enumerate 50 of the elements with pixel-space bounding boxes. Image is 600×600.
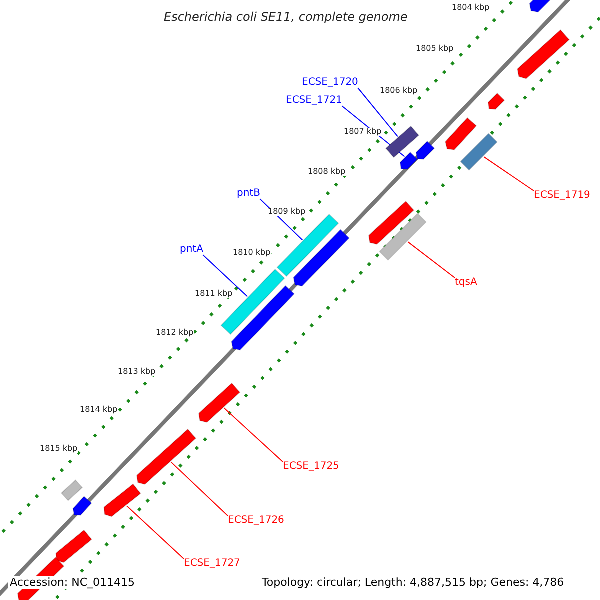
genome-info-text: Topology: circular; Length: 4,887,515 bp; Genes: 4,786	[260, 576, 566, 589]
tick-label: 1809 kbp	[268, 208, 306, 216]
title: Escherichia coli SE11, complete genome	[164, 11, 408, 23]
tick-label: 1814 kbp	[80, 406, 118, 414]
tick-label: 1805 kbp	[416, 45, 454, 53]
gene-feature	[368, 200, 415, 245]
tick-label: 1810 kbp	[233, 249, 271, 257]
gene-feature	[385, 126, 420, 158]
gene-feature	[136, 428, 197, 485]
leader-line	[224, 408, 284, 462]
tick-label: 1804 kbp	[452, 4, 490, 12]
gene-label: ECSE_1719	[534, 191, 590, 201]
leader-line	[202, 254, 248, 298]
leader-line	[407, 241, 456, 278]
tick-label: 1812 kbp	[156, 329, 194, 337]
gene-label: ECSE_1726	[228, 516, 284, 526]
gene-feature	[379, 213, 427, 261]
gene-label: ECSE_1720	[302, 78, 358, 88]
leader-line	[358, 88, 398, 138]
leader-line	[483, 156, 534, 192]
tick-label: 1815 kbp	[40, 445, 78, 453]
gene-feature	[445, 117, 478, 151]
gene-feature	[60, 480, 84, 502]
gene-label: ECSE_1725	[283, 462, 340, 472]
gene-feature	[220, 268, 286, 336]
gene-label: pntA	[180, 245, 204, 255]
gene-feature	[231, 285, 296, 351]
gene-feature	[416, 140, 436, 160]
leader-line	[126, 505, 184, 560]
gene-feature	[517, 29, 570, 80]
gene-feature	[104, 484, 142, 518]
gene-feature	[529, 0, 553, 13]
gene-feature	[293, 229, 350, 287]
tick-label: 1813 kbp	[118, 368, 156, 376]
gene-feature	[460, 133, 498, 171]
gene-feature	[72, 496, 92, 516]
tick-label: 1808 kbp	[308, 168, 346, 176]
accession-text: Accession: NC_011415	[8, 576, 138, 589]
gene-label: ECSE_1721	[286, 96, 342, 106]
gene-feature	[56, 530, 93, 564]
tick-label: 1811 kbp	[195, 290, 233, 298]
gene-label: pntB	[237, 189, 260, 199]
gene-feature	[198, 382, 241, 423]
gene-feature	[400, 152, 418, 170]
gene-label: tqsA	[455, 278, 478, 288]
tick-label: 1806 kbp	[380, 87, 418, 95]
gene-feature	[488, 92, 506, 110]
gene-label: ECSE_1727	[184, 559, 240, 569]
tick-label: 1807 kbp	[344, 128, 382, 136]
leader-line	[170, 462, 228, 516]
